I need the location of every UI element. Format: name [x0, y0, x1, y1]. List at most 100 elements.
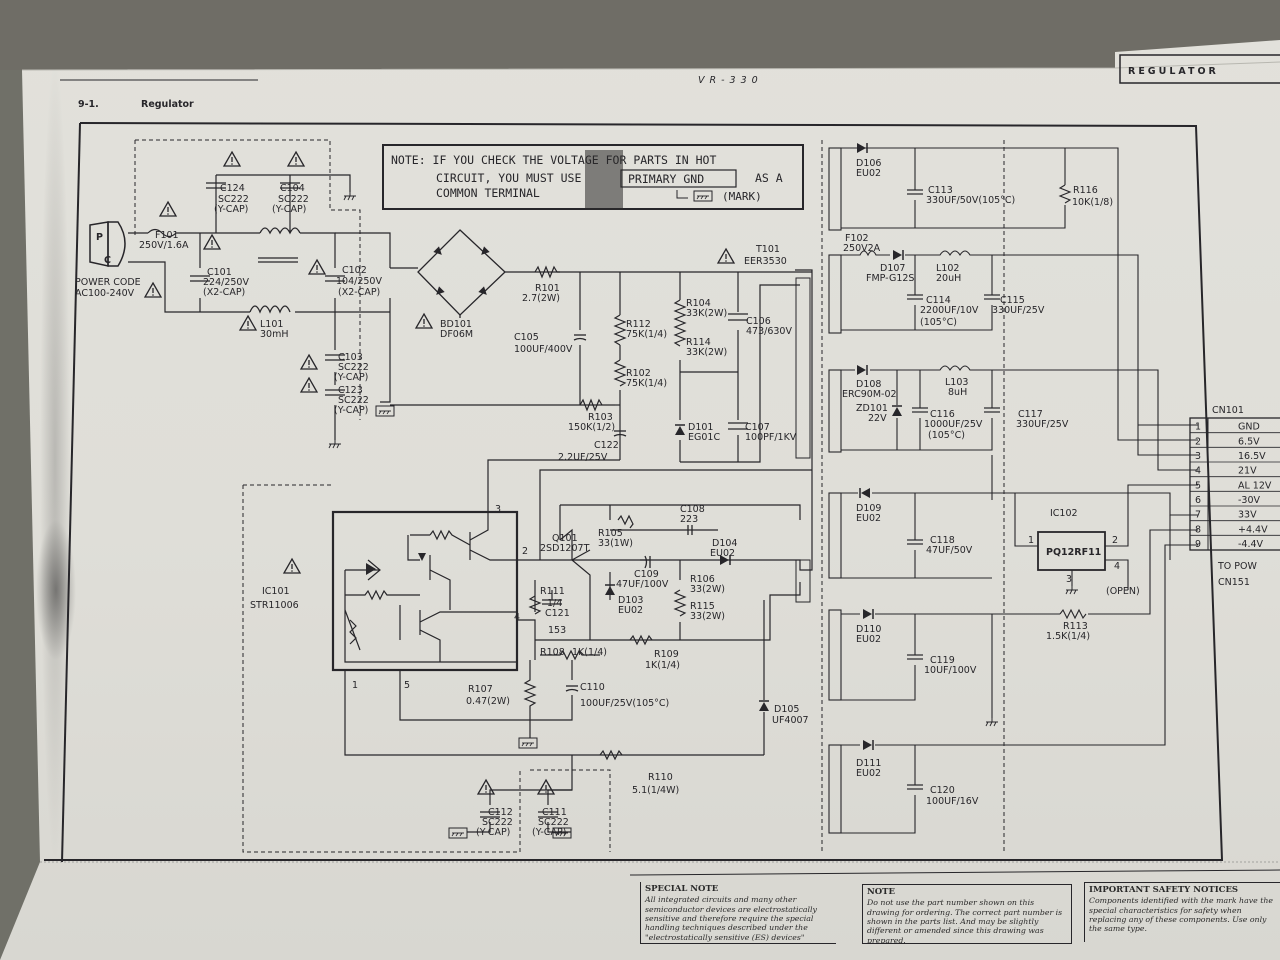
cn101-pin-label: -4.4V: [1238, 539, 1264, 550]
safety-warning-icon: [203, 234, 221, 250]
r101-value: 2.7(2W): [522, 293, 560, 304]
bd101-ref: BD101: [440, 319, 472, 330]
safety-warning-icon: [415, 313, 433, 329]
r115-value: 33(2W): [690, 611, 725, 622]
d106-value: EU02: [856, 168, 881, 179]
r105-ref: R105: [598, 528, 623, 539]
c113-value: 330UF/50V(105°C): [926, 195, 1015, 206]
c121-value: 153: [548, 625, 566, 636]
safety-warning-icon: [283, 558, 301, 574]
plug-p-label: P: [96, 232, 103, 243]
t101-value: EER3530: [744, 256, 787, 267]
to-power-label: TO POW: [1217, 561, 1258, 572]
cn101-pin-label: +4.4V: [1238, 524, 1268, 535]
c105-value: 100UF/400V: [514, 344, 573, 355]
hot-circuit-note: NOTE: IF YOU CHECK THE VOLTAGE FOR PARTS…: [382, 144, 804, 210]
diagram-frame: [44, 122, 1224, 861]
c119-ref: C119: [930, 655, 955, 666]
f102-value: 250V2A: [843, 243, 881, 254]
c111-ref: C111: [542, 807, 567, 818]
transformer-aux: [795, 559, 811, 603]
c108-value: 223: [680, 514, 698, 525]
primary-gnd-label: PRIMARY GND: [628, 172, 704, 186]
l102-ref: L102: [936, 263, 959, 274]
c120-ref: C120: [930, 785, 955, 796]
safety-warning-icon: [159, 201, 177, 217]
c115-value: 330UF/25V: [992, 305, 1045, 316]
safety-notice-body: Components identified with the mark have…: [1089, 896, 1273, 934]
special-note-heading: SPECIAL NOTE: [645, 884, 719, 894]
c112-value: SC222: [482, 817, 513, 828]
c123-type: (Y-CAP): [334, 405, 368, 416]
l102-value: 20uH: [936, 273, 961, 284]
c101-type: (X2-CAP): [203, 287, 245, 298]
c106-value: 473/630V: [746, 326, 792, 337]
ic101-pin-3: 3: [495, 504, 501, 515]
cn101-pin-number: 1: [1195, 422, 1201, 433]
r105-value: 33(1W): [598, 538, 633, 549]
cn101-pin-label: -30V: [1238, 495, 1261, 506]
transformer-primary: [795, 277, 811, 459]
ic102-pin-1: 1: [1028, 535, 1034, 546]
d109-ref: D109: [856, 503, 881, 514]
f101-value: 250V/1.6A: [139, 240, 189, 251]
d103-value: EU02: [618, 605, 643, 616]
ic101-value: STR11006: [250, 600, 299, 611]
c116-ref: C116: [930, 409, 955, 420]
safety-warning-icon: [477, 779, 495, 795]
c120-value: 100UF/16V: [926, 796, 979, 807]
l101-ref: L101: [260, 319, 283, 330]
c112-ref: C112: [488, 807, 513, 818]
d111-ref: D111: [856, 758, 881, 769]
c102-ref: C102: [342, 265, 367, 276]
note-line-2b: AS A: [755, 171, 783, 185]
r112-ref: R112: [626, 319, 651, 330]
safety-warning-icon: [144, 282, 162, 298]
r109-ref: R109: [654, 649, 679, 660]
cn101-pin-number: 9: [1195, 539, 1201, 550]
c113-ref: C113: [928, 185, 953, 196]
r115-ref: R115: [690, 601, 715, 612]
c118-value: 47UF/50V: [926, 545, 973, 556]
ic102-box: [1037, 531, 1106, 571]
section-title: Regulator: [141, 99, 194, 110]
d101-value: EG01C: [688, 432, 720, 443]
part-number-note-body: Do not use the part number shown on this…: [867, 898, 1063, 944]
d104-ref: D104: [712, 538, 737, 549]
d107-ref: D107: [880, 263, 905, 274]
cn101-pin-label: 6.5V: [1238, 436, 1260, 447]
ic101-pin-4: 4: [514, 612, 520, 623]
c103-value: SC222: [338, 362, 369, 373]
r107-value: 0.47(2W): [466, 696, 510, 707]
cn101-pin-number: 7: [1195, 510, 1201, 521]
cn101-pin-number: 3: [1195, 451, 1201, 462]
c102-value: 104/250V: [336, 276, 382, 287]
zd101-value: 22V: [868, 413, 887, 424]
special-note-body: All integrated circuits and many other s…: [645, 895, 817, 943]
c107-value: 100PF/1KV: [745, 432, 797, 443]
safety-notice-box: IMPORTANT SAFETY NOTICES Components iden…: [1084, 882, 1280, 942]
c123-value: SC222: [338, 395, 369, 406]
q101-ref: Q101: [552, 533, 578, 544]
d108-value: ERC90M-02: [842, 389, 897, 400]
c104-type: (Y-CAP): [272, 204, 306, 215]
c105-ref: C105: [514, 332, 539, 343]
q101-value: 2SD1207T: [540, 543, 590, 554]
ic102-pin-2: 2: [1112, 535, 1118, 546]
c111-value: SC222: [538, 817, 569, 828]
ic101-pin-5: 5: [404, 680, 410, 691]
c124-ref: C124: [220, 183, 245, 194]
c106-ref: C106: [746, 316, 771, 327]
r116-value: 10K(1/8): [1072, 197, 1113, 208]
c115-ref: C115: [1000, 295, 1025, 306]
r110-ref: R110: [648, 772, 673, 783]
c122-ref: C122: [594, 440, 619, 451]
ic102-pin-3: 3: [1066, 574, 1072, 585]
r104-ref: R104: [686, 298, 711, 309]
special-note-box: SPECIAL NOTE All integrated circuits and…: [640, 882, 836, 944]
c116-temp: (105°C): [928, 430, 965, 441]
ic101-box: [331, 510, 519, 672]
section-number: 9-1.: [78, 99, 99, 110]
l103-value: 8uH: [948, 387, 967, 398]
